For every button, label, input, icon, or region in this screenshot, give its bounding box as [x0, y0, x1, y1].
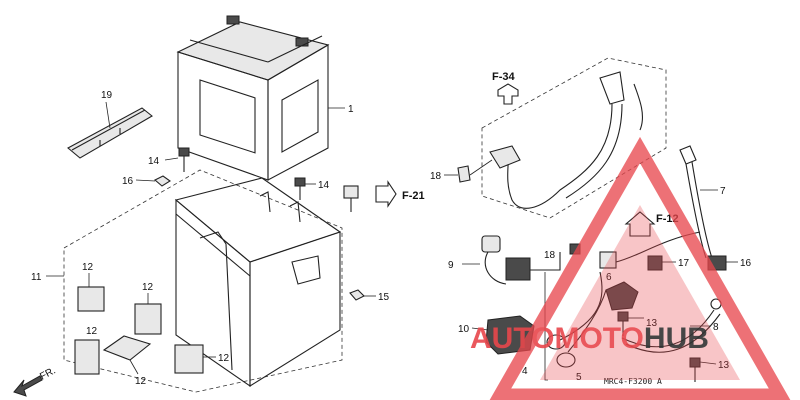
callout-12d: 12 — [135, 376, 147, 387]
terminal-17 — [647, 255, 663, 271]
cable-4 — [546, 271, 607, 368]
pad-12e — [174, 344, 204, 374]
bolt-14b — [294, 177, 306, 200]
callout-15: 15 — [378, 292, 390, 303]
front-label: FR. — [38, 365, 57, 382]
callout-14b: 14 — [318, 180, 330, 191]
pad-12b — [134, 303, 162, 335]
callout-5: 5 — [576, 372, 582, 383]
callout-12b: 12 — [142, 282, 154, 293]
callout-8: 8 — [713, 322, 719, 333]
battery-box — [174, 177, 342, 388]
callout-7: 7 — [720, 186, 726, 197]
callout-11: 11 — [31, 272, 42, 283]
watermark-logo: AUTOMOTOHUB — [470, 136, 791, 400]
ref-f34: F-34 — [492, 71, 516, 83]
pad-12d — [102, 335, 152, 361]
part-code: MRC4-F3200 A — [604, 377, 662, 386]
callout-16b: 16 — [740, 258, 752, 269]
starter-cable — [489, 71, 643, 209]
ref-f21: F-21 — [402, 190, 425, 202]
arrow-f12 — [624, 211, 656, 237]
callout-16a: 16 — [122, 176, 134, 187]
callout-6: 6 — [606, 272, 612, 283]
terminal-6 — [599, 231, 701, 269]
callout-13a: 13 — [646, 318, 658, 329]
callout-14a: 14 — [148, 156, 160, 167]
callout-9: 9 — [448, 260, 454, 271]
bolt-18a — [457, 165, 471, 183]
arrow-f21 — [375, 180, 397, 208]
harness-outline — [481, 57, 667, 219]
front-arrow — [13, 375, 43, 397]
starter-relay — [481, 235, 561, 285]
battery-box-outline — [63, 169, 343, 393]
pad-12a — [77, 286, 105, 312]
battery — [176, 15, 330, 181]
callout-4: 4 — [522, 366, 528, 377]
callout-1: 1 — [348, 104, 354, 115]
nut-16a — [154, 175, 171, 187]
callout-10: 10 — [458, 324, 470, 335]
watermark-text: AUTOMOTOHUB — [470, 322, 709, 355]
arrow-f34 — [497, 83, 519, 105]
battery-band — [67, 107, 153, 159]
bolt-f21 — [343, 185, 359, 212]
callout-18b: 18 — [544, 250, 556, 261]
callout-12a: 12 — [82, 262, 94, 273]
bolt-13a — [617, 311, 629, 336]
cover-block — [605, 281, 639, 311]
callout-12c: 12 — [86, 326, 98, 337]
bolt-13b — [689, 357, 701, 382]
callout-12e: 12 — [218, 353, 230, 364]
callout-17: 17 — [678, 258, 690, 269]
callout-13b: 13 — [718, 360, 730, 371]
callout-18a: 18 — [430, 171, 442, 182]
clip-15 — [349, 289, 365, 301]
callout-19: 19 — [101, 90, 113, 101]
pad-12c — [74, 339, 100, 375]
bolt-14a — [178, 147, 190, 172]
